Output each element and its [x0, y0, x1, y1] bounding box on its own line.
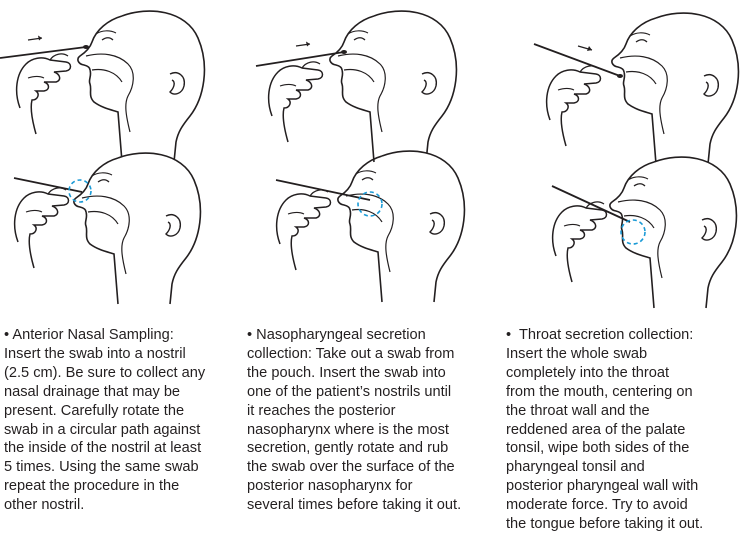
text-line: reddened area of the palate [506, 421, 686, 438]
anterior-nasal-insert-illustration [0, 10, 206, 163]
nasopharyngeal-rotate-illustration [275, 150, 466, 303]
text-line: the swab over the surface of the [247, 459, 455, 476]
throat-insert-illustration [533, 12, 740, 165]
throat-instructions: • Throat secretion collection: Insert the… [506, 326, 742, 534]
text-line: moderate force. Try to avoid [506, 497, 688, 514]
text-line: completely into the throat [506, 364, 670, 381]
text-line: Insert the whole swab [506, 345, 648, 362]
text-line: 5 times. Using the same swab [4, 459, 199, 476]
text-line: repeat the procedure in the [4, 478, 180, 495]
text-line: posterior nasopharynx for [247, 478, 413, 495]
text-line: the throat wall and the [506, 402, 650, 419]
text-line: Insert the swab into a nostril [4, 345, 186, 362]
text-line: the tongue before taking it out. [506, 516, 704, 533]
text-line: the inside of the nostril at least [4, 440, 202, 457]
text-line: one of the patient’s nostrils until [247, 383, 452, 400]
text-line: from the mouth, centering on [506, 383, 693, 400]
text-line: the pouch. Insert the swab into [247, 364, 446, 381]
nasopharyngeal-insert-illustration [255, 10, 458, 163]
text-line: present. Carefully rotate the [4, 402, 185, 419]
text-line: it reaches the posterior [247, 402, 396, 419]
anterior-nasal-rotate-illustration [13, 152, 202, 305]
text-line: several times before taking it out. [247, 497, 462, 514]
throat-rotate-illustration [551, 156, 738, 309]
text-line: (2.5 cm). Be sure to collect any [4, 364, 206, 381]
text-line: collection: Take out a swab from [247, 345, 455, 362]
text-line: • Anterior Nasal Sampling: [4, 327, 174, 343]
text-line: nasopharynx where is the most [247, 421, 449, 438]
text-line: • Throat secretion collection: [506, 327, 694, 343]
text-line: swab in a circular path against [4, 421, 201, 438]
text-line: nasal drainage that may be [4, 383, 181, 400]
nasopharyngeal-instructions: • Nasopharyngeal secretion collection: Ta… [247, 326, 497, 515]
text-line: tonsil, wipe both sides of the [506, 440, 690, 457]
text-line: posterior pharyngeal wall with [506, 478, 699, 495]
text-line: other nostril. [4, 497, 85, 514]
text-line: pharyngeal tonsil and [506, 459, 645, 476]
anterior-nasal-instructions: • Anterior Nasal Sampling: Insert the swa… [4, 326, 240, 515]
text-line: • Nasopharyngeal secretion [247, 327, 426, 343]
text-line: secretion, gently rotate and rub [247, 440, 449, 457]
illustrations [0, 10, 740, 309]
